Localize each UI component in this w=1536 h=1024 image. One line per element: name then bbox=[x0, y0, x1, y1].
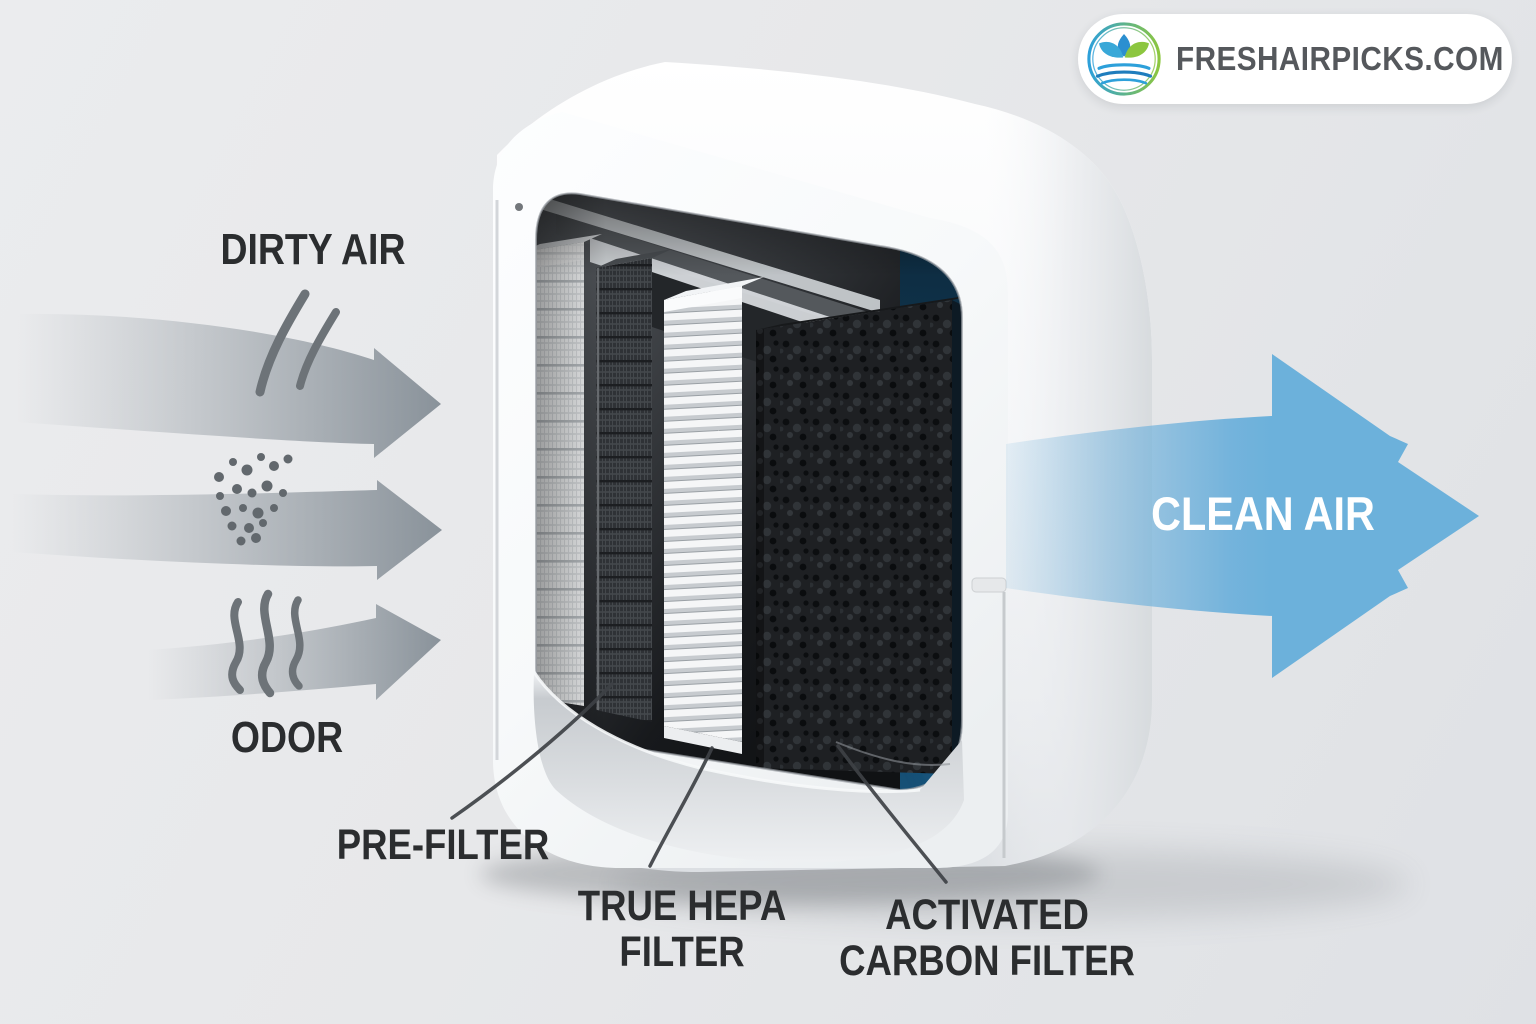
air-swoosh-icon bbox=[255, 289, 340, 397]
clean-air-label: CLEAN AIR bbox=[1151, 487, 1375, 540]
odor-waves-icon bbox=[228, 589, 304, 698]
inflow-arrows bbox=[12, 289, 442, 700]
screw-dot bbox=[515, 203, 523, 211]
odor-arrow bbox=[148, 589, 441, 700]
dirty-air-arrow bbox=[16, 289, 441, 458]
site-name: FRESHAIRPICKS.COM bbox=[1176, 40, 1504, 77]
odor-label: ODOR bbox=[230, 713, 344, 762]
device-base-lip bbox=[532, 671, 964, 863]
dirty-air-label: DIRTY AIR bbox=[220, 225, 406, 274]
particles-icon bbox=[214, 453, 293, 546]
left-leaf bbox=[1099, 41, 1124, 58]
particles-arrow bbox=[12, 453, 442, 580]
true-hepa-line1: TRUE HEPA bbox=[577, 882, 787, 930]
pre-filter-label: PRE-FILTER bbox=[336, 821, 550, 869]
site-logo-pill: FRESHAIRPICKS.COM bbox=[1078, 14, 1512, 104]
carbon-line2: CARBON FILTER bbox=[839, 937, 1135, 986]
carbon-filter-layer bbox=[756, 294, 962, 774]
true-hepa-line2: FILTER bbox=[619, 928, 745, 977]
side-panel-seam bbox=[971, 577, 1007, 858]
carbon-line1: ACTIVATED bbox=[885, 891, 1089, 939]
pre-filter-leader-line bbox=[450, 682, 614, 820]
water-waves bbox=[1095, 63, 1153, 85]
hepa-leader-line bbox=[648, 746, 714, 868]
right-leaf bbox=[1124, 41, 1149, 58]
clean-air-arrow bbox=[1006, 354, 1479, 678]
freshairpicks-logo-icon bbox=[1087, 22, 1161, 96]
leader-lines bbox=[450, 682, 948, 884]
carbon-leader-line bbox=[836, 744, 948, 884]
hepa-filter-layer bbox=[664, 277, 764, 754]
true-hepa-filter-label: TRUE HEPA FILTER bbox=[555, 883, 810, 976]
activated-carbon-filter-label: ACTIVATED CARBON FILTER bbox=[838, 892, 1136, 985]
